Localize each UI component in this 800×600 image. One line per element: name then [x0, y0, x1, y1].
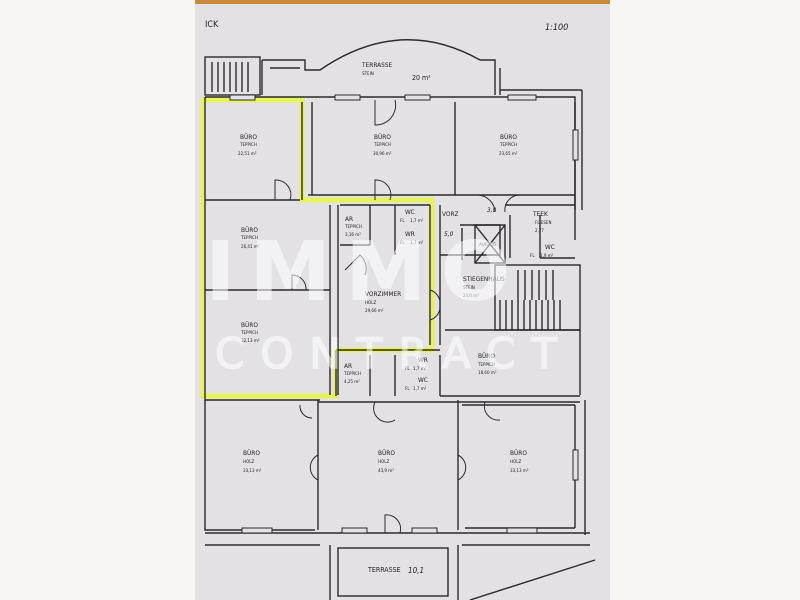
- room-name: WR: [405, 230, 415, 238]
- room-floor: FL: [400, 240, 405, 246]
- room-area: 1,7 m²: [410, 240, 424, 246]
- note: 5,0: [444, 230, 454, 238]
- room-area: 23,65 m²: [499, 151, 518, 157]
- room-area: 1,9 m²: [540, 253, 554, 259]
- doors: [274, 99, 521, 534]
- room-name: AR: [345, 215, 353, 223]
- room-name: BÜRO: [243, 448, 260, 457]
- scale-label: 1:100: [545, 23, 568, 33]
- room-floor: HOLZ: [365, 300, 376, 306]
- room-floor: HOLZ: [243, 459, 254, 465]
- room-area: 33,13 m²: [510, 468, 529, 474]
- room-floor: FL: [405, 386, 410, 392]
- corner-text: ICK: [205, 20, 219, 30]
- room-floor: STEIN: [463, 285, 475, 291]
- room-name: WC: [418, 376, 428, 384]
- room-name: BÜRO: [374, 132, 391, 141]
- room-name: AUFZUG: [479, 242, 496, 248]
- room-name: WR: [418, 356, 428, 364]
- room-floor: TEPPICH: [499, 142, 517, 148]
- room-floor: STEIN: [362, 71, 374, 77]
- room-name: VORZ: [442, 210, 459, 218]
- room-name: TEEK: [532, 210, 548, 218]
- room-area: 29,66 m²: [365, 308, 384, 314]
- room-area: 43,9 m²: [378, 468, 394, 474]
- room-area: 4,25 m²: [344, 379, 360, 385]
- room-area: 1,7 m²: [413, 386, 427, 392]
- room-name: WC: [545, 243, 555, 251]
- room-floor: HOLZ: [510, 459, 521, 465]
- walls: [204, 39, 596, 600]
- room-area: 1,7 m²: [413, 366, 427, 372]
- room-floor: FL: [405, 366, 410, 372]
- room-name: BÜRO: [378, 448, 395, 457]
- room-terrasse-top: TERRASSE STEIN 20 m²: [361, 61, 431, 82]
- room-name: BÜRO: [241, 320, 258, 329]
- room-name: TERRASSE: [361, 61, 393, 69]
- room-area: 22,51 m²: [238, 151, 257, 157]
- room-name: STIEGENHAUS: [463, 275, 505, 283]
- room-area: 18,60 m²: [478, 370, 497, 376]
- room-floor: FL: [400, 218, 405, 224]
- room-floor: FL: [530, 253, 535, 259]
- room-floor: TEPPICH: [373, 142, 391, 148]
- room-name: BÜRO: [510, 448, 527, 457]
- room-area: 32,13 m²: [241, 338, 260, 344]
- watermark-line2: CONTRACT: [215, 329, 573, 378]
- room-area: 20 m²: [412, 74, 431, 82]
- room-area: 1,7 m²: [410, 218, 424, 224]
- room-name: WC: [405, 208, 415, 216]
- room-name: BÜRO: [241, 225, 258, 234]
- watermark: IMMO CONTRACT: [205, 225, 573, 379]
- room-area: 33,13 m²: [243, 468, 262, 474]
- room-area: 30,96 m²: [373, 151, 392, 157]
- room-labels: BÜRO TEPPICH 22,51 m² BÜRO TEPPICH 30,96…: [238, 132, 555, 575]
- room-floor: TEPPICH: [240, 235, 258, 241]
- room-name: TERRASSE: [367, 566, 401, 574]
- room-floor: TEPPICH: [240, 330, 258, 336]
- room-area: 23,6 m²: [463, 293, 479, 299]
- room-area: 10,1: [408, 566, 424, 575]
- room-area: 3,16 m²: [345, 232, 361, 238]
- room-floor: HOLZ: [378, 459, 389, 465]
- room-area: 3,0: [487, 206, 497, 214]
- room-name: AR: [344, 362, 352, 370]
- room-name: VORZIMMER: [365, 290, 401, 298]
- room-area: 26,41 m²: [241, 244, 260, 250]
- room-name: BÜRO: [478, 351, 495, 360]
- watermark-line1: IMMO: [205, 225, 524, 320]
- room-name: BÜRO: [240, 132, 257, 141]
- room-floor: TEPPICH: [477, 362, 495, 368]
- room-floor: TEPPICH: [343, 371, 361, 377]
- room-area: 2,77: [535, 228, 544, 234]
- room-floor: TEPPICH: [239, 142, 257, 148]
- room-floor: TEPPICH: [344, 224, 362, 230]
- windows: [229, 94, 579, 534]
- room-name: BÜRO: [500, 132, 517, 141]
- room-floor: FLIESEN: [535, 220, 552, 226]
